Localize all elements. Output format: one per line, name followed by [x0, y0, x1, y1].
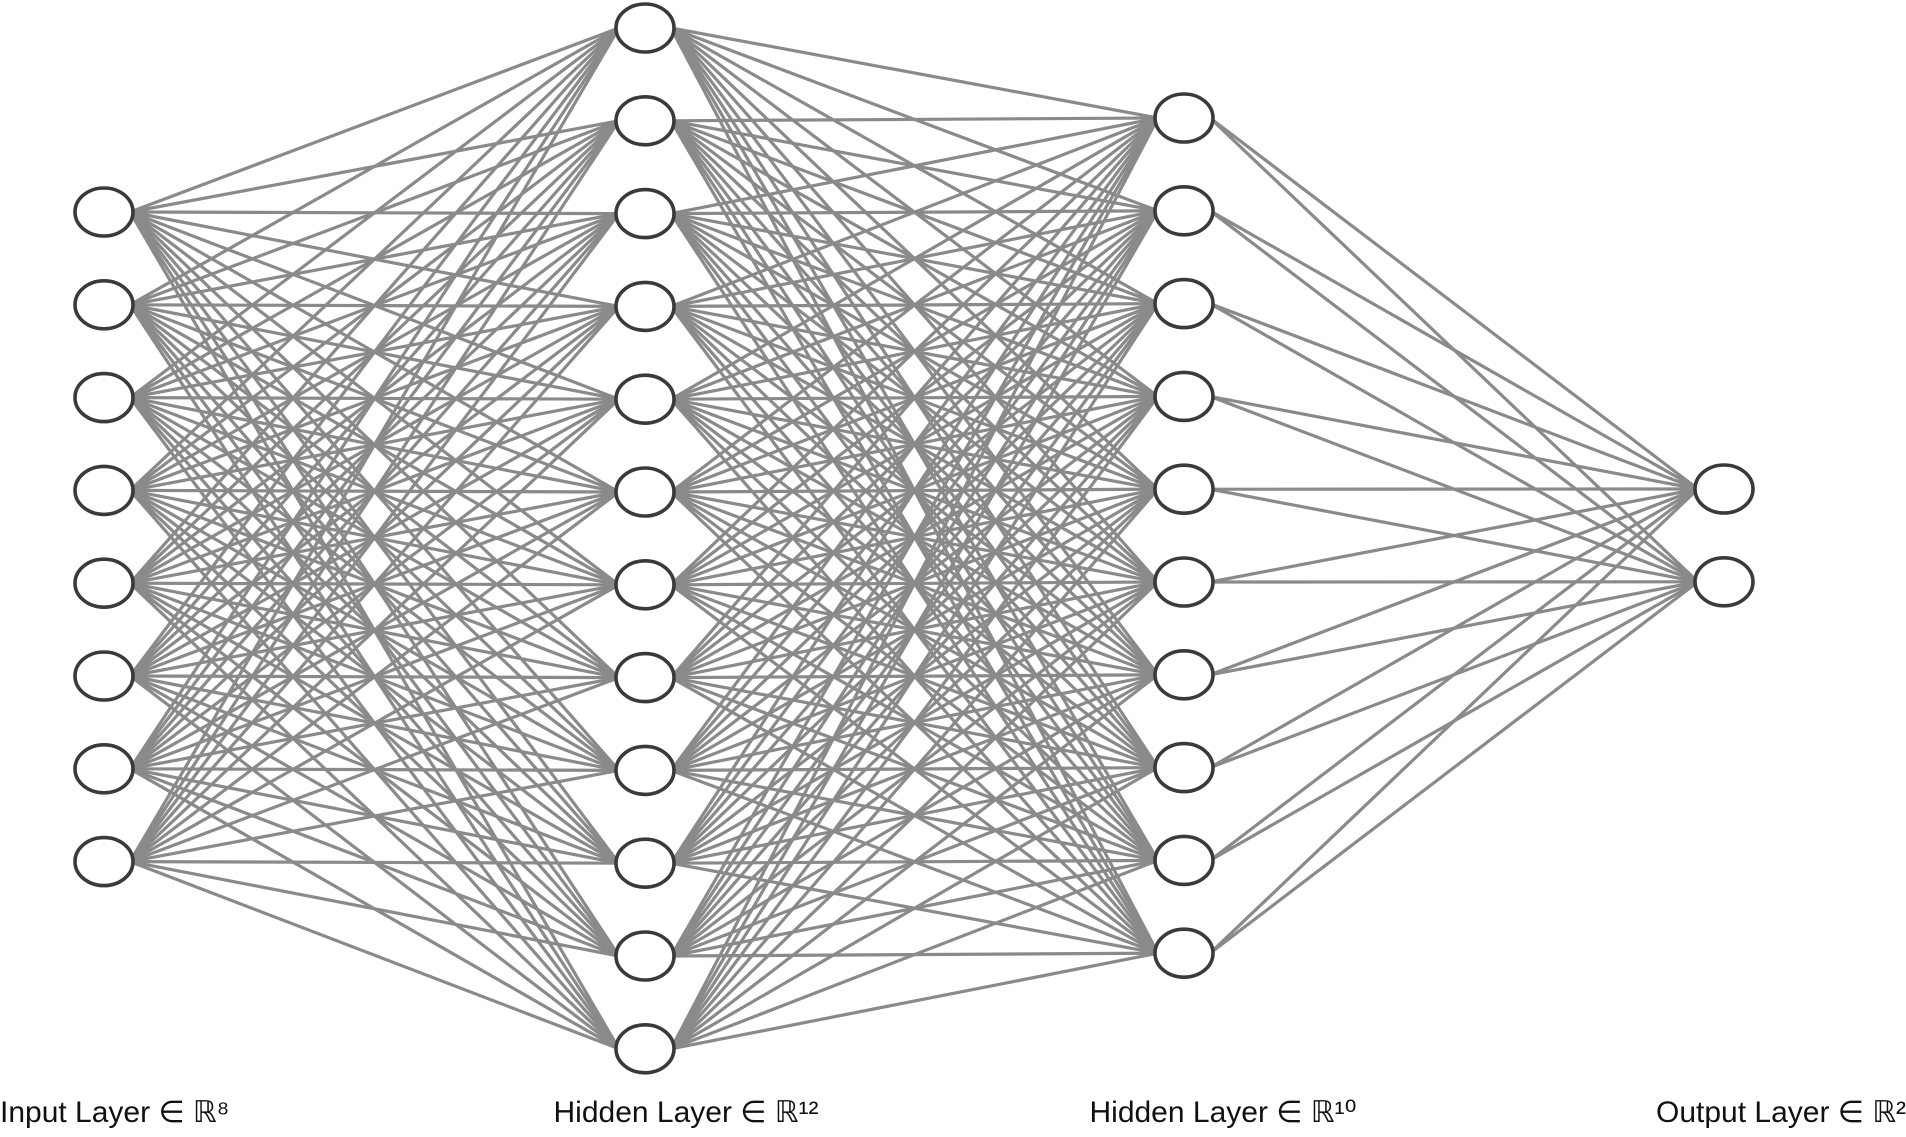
- hidden-layer-2-label: Hidden Layer ∈ ℝ¹⁰: [1089, 1096, 1356, 1129]
- edge-l2-n5-to-l3-n0: [1208, 487, 1700, 584]
- neuron-l1-1: [614, 95, 676, 147]
- edge-l1-n9-to-l2-n0: [669, 116, 1160, 865]
- neuron-l2-2: [1153, 277, 1215, 330]
- edge-l1-n6-to-l2-n0: [669, 116, 1160, 587]
- edge-l0-n7-to-l1-n3: [128, 304, 621, 864]
- edge-l2-n0-to-l3-n0: [1208, 116, 1700, 491]
- edge-l2-n1-to-l3-n0: [1208, 209, 1700, 491]
- edge-l1-n4-to-l2-n0: [669, 116, 1160, 401]
- neuron-l0-5: [73, 650, 135, 702]
- edge-l1-n11-to-l2-n8: [669, 858, 1160, 1051]
- neuron-l1-3: [614, 280, 676, 333]
- neuron-l1-2: [614, 187, 676, 240]
- edge-l0-n5-to-l1-n0: [128, 26, 621, 678]
- edge-l0-n2-to-l1-n0: [128, 26, 621, 400]
- edge-l0-n7-to-l1-n2: [128, 212, 621, 864]
- neuron-nodes: [73, 2, 1755, 1075]
- neuron-l1-8: [614, 744, 676, 797]
- edge-l1-n7-to-l2-n0: [669, 116, 1160, 680]
- neuron-l1-5: [614, 466, 676, 518]
- edge-l2-n3-to-l3-n0: [1208, 394, 1700, 491]
- neuron-l1-7: [614, 651, 676, 704]
- edge-l1-n11-to-l2-n7: [669, 765, 1160, 1051]
- neuron-l2-5: [1153, 556, 1215, 608]
- edge-l1-n11-to-l2-n9: [669, 951, 1160, 1051]
- edge-l1-n0-to-l2-n0: [669, 26, 1160, 120]
- neuron-l1-0: [614, 2, 676, 54]
- edge-l0-n6-to-l1-n0: [128, 26, 621, 771]
- edge-l0-n7-to-l1-n7: [128, 675, 621, 864]
- edge-l0-n7-to-l1-n8: [128, 768, 621, 864]
- neuron-l0-4: [73, 557, 135, 610]
- edge-l2-n6-to-l3-n0: [1208, 487, 1700, 677]
- neuron-l0-3: [73, 464, 135, 517]
- edge-l0-n3-to-l1-n0: [128, 26, 621, 492]
- edge-l1-n11-to-l2-n3: [669, 394, 1160, 1051]
- neuron-l2-4: [1153, 463, 1215, 516]
- input-layer-label: Input Layer ∈ ℝ⁸: [0, 1096, 229, 1129]
- neuron-l2-1: [1153, 185, 1215, 237]
- connection-edges: [128, 26, 1700, 1051]
- neuron-l2-9: [1153, 927, 1215, 980]
- neuron-l1-4: [614, 373, 676, 426]
- edge-l1-n11-to-l2-n5: [669, 580, 1160, 1051]
- edge-l1-n11-to-l2-n0: [669, 116, 1160, 1051]
- edge-l1-n11-to-l2-n2: [669, 302, 1160, 1051]
- neuron-l2-8: [1153, 834, 1215, 887]
- edge-l1-n11-to-l2-n6: [669, 673, 1160, 1051]
- edge-l1-n11-to-l2-n4: [669, 487, 1160, 1051]
- edge-l2-n9-to-l3-n0: [1208, 487, 1700, 955]
- edge-l0-n7-to-l1-n4: [128, 397, 621, 864]
- edge-l1-n1-to-l2-n0: [669, 116, 1160, 123]
- neuron-l0-1: [73, 278, 135, 331]
- neuron-l0-6: [73, 742, 135, 795]
- edge-l0-n7-to-l1-n5: [128, 490, 621, 864]
- neuron-l1-10: [614, 930, 676, 982]
- neuron-l2-7: [1153, 741, 1215, 794]
- neuron-l2-0: [1153, 92, 1215, 144]
- edge-l0-n7-to-l1-n9: [128, 859, 621, 865]
- neuron-l2-6: [1153, 648, 1215, 701]
- edge-l1-n5-to-l2-n0: [669, 116, 1160, 494]
- edge-l0-n7-to-l1-n1: [128, 119, 621, 864]
- edge-l0-n7-to-l1-n10: [128, 859, 621, 958]
- edge-l2-n9-to-l3-n1: [1208, 580, 1700, 955]
- edge-l0-n7-to-l1-n0: [128, 26, 621, 864]
- edge-l1-n2-to-l2-n0: [669, 116, 1160, 216]
- edge-l2-n2-to-l3-n0: [1208, 302, 1700, 491]
- neuron-l1-11: [614, 1023, 676, 1075]
- neuron-l2-3: [1153, 370, 1215, 423]
- layer-labels: Input Layer ∈ ℝ⁸ Hidden Layer ∈ ℝ¹² Hidd…: [0, 1096, 1906, 1129]
- neuron-l3-1: [1693, 555, 1755, 608]
- output-layer-label: Output Layer ∈ ℝ²: [1656, 1096, 1906, 1129]
- edge-l2-n8-to-l3-n0: [1208, 487, 1700, 863]
- edge-l0-n4-to-l1-n0: [128, 26, 621, 585]
- neuron-l0-0: [73, 186, 135, 238]
- edge-l0-n7-to-l1-n6: [128, 583, 621, 864]
- neuron-l0-2: [73, 371, 135, 424]
- edge-l1-n3-to-l2-n0: [669, 116, 1160, 308]
- edge-l1-n8-to-l2-n0: [669, 116, 1160, 773]
- edge-l1-n10-to-l2-n0: [669, 116, 1160, 958]
- neuron-l1-9: [614, 837, 676, 890]
- edge-l0-n7-to-l1-n11: [128, 859, 621, 1051]
- neuron-l1-6: [614, 558, 676, 611]
- edge-l0-n0-to-l1-n0: [128, 26, 621, 214]
- edge-l1-n11-to-l2-n1: [669, 209, 1160, 1051]
- edge-l0-n1-to-l1-n0: [128, 26, 621, 307]
- neuron-l3-0: [1693, 463, 1755, 515]
- hidden-layer-1-label: Hidden Layer ∈ ℝ¹²: [554, 1096, 819, 1129]
- neuron-l0-7: [73, 835, 135, 888]
- edge-l2-n7-to-l3-n0: [1208, 487, 1700, 770]
